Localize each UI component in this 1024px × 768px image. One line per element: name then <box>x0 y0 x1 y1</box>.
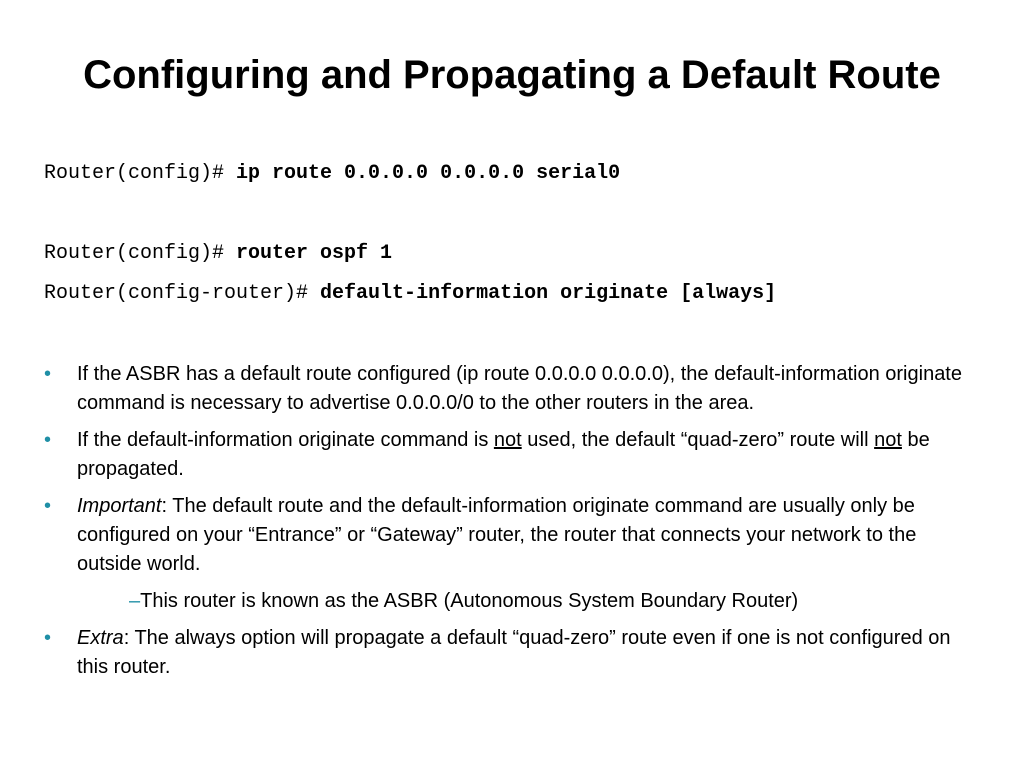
bullet-dot-icon: • <box>44 363 52 385</box>
bullet-dot-icon: • <box>44 429 52 451</box>
bullet-dot-icon: • <box>44 627 52 649</box>
bullet-item-important: • Important: The default route and the de… <box>44 492 964 579</box>
bullet-text: If the ASBR has a default route configur… <box>77 363 962 414</box>
bullet-dot-icon: • <box>44 495 52 517</box>
bullet-item-extra: • Extra: The always option will propagate… <box>44 624 964 682</box>
code-prompt: Router(config-router)# <box>44 282 321 305</box>
underlined-not: not <box>874 429 902 451</box>
sub-bullet-item-asbr: –This router is known as the ASBR (Auton… <box>44 587 964 616</box>
code-line-default-information: Router(config-router)# default-informati… <box>44 281 776 307</box>
underlined-not: not <box>493 429 522 451</box>
important-label: Important <box>77 495 162 517</box>
bullet-text: : The always option will propagate a def… <box>77 627 951 678</box>
bullet-item-asbr-default-route: • If the ASBR has a default route configu… <box>44 360 964 418</box>
bullet-text-part: If the default-information originate com… <box>77 429 494 451</box>
extra-label: Extra <box>77 627 124 649</box>
code-line-ip-route: Router(config)# ip route 0.0.0.0 0.0.0.0… <box>44 161 620 187</box>
bullet-item-not-used: • If the default-information originate co… <box>44 426 964 484</box>
sub-bullet-text: This router is known as the ASBR (Autono… <box>140 590 799 612</box>
bullet-text: : The default route and the default-info… <box>77 495 917 575</box>
code-command: default-information originate [always] <box>320 282 777 305</box>
dash-icon: – <box>129 590 141 612</box>
code-command: ip route 0.0.0.0 0.0.0.0 serial0 <box>236 162 621 185</box>
slide-title: Configuring and Propagating a Default Ro… <box>83 53 941 97</box>
bullet-text-part: be propagated. <box>77 429 930 480</box>
bullet-text-part: used, the default “quad-zero” route will <box>521 429 875 451</box>
code-command: router ospf 1 <box>236 242 393 265</box>
code-prompt: Router(config)# <box>44 162 237 185</box>
code-line-router-ospf: Router(config)# router ospf 1 <box>44 241 392 267</box>
code-prompt: Router(config)# <box>44 242 237 265</box>
bullet-list: • If the ASBR has a default route configu… <box>44 360 964 690</box>
